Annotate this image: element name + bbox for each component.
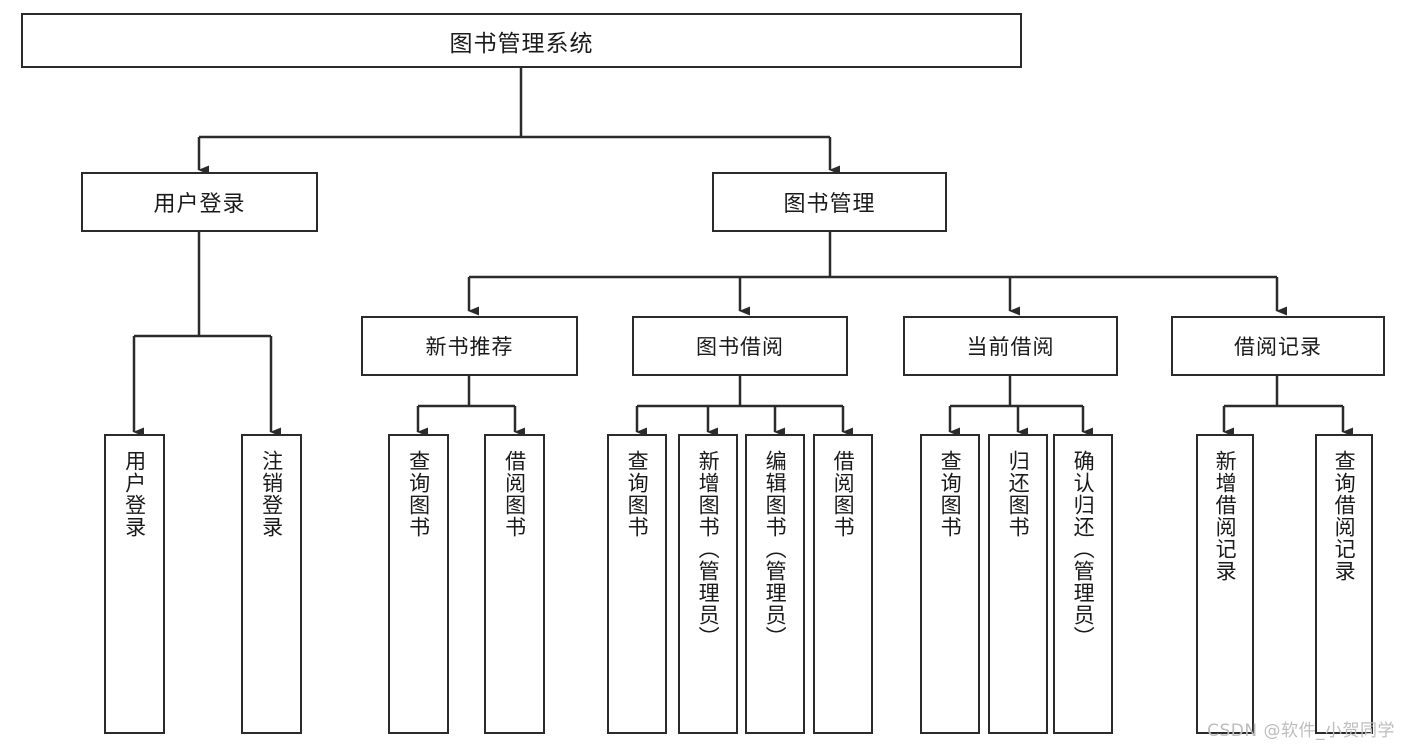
node-label: 当前借阅 xyxy=(966,335,1055,359)
leaf-new-book-query-book[interactable]: 查询图书 xyxy=(388,434,449,734)
node-label: 图书管理 xyxy=(783,192,876,217)
node-book-borrow[interactable]: 图书借阅 xyxy=(632,316,848,376)
node-label: 新书推荐 xyxy=(425,335,514,359)
node-label: 图书管理系统 xyxy=(449,30,594,57)
leaf-current-borrow-query-book[interactable]: 查询图书 xyxy=(920,434,980,734)
node-user-login[interactable]: 用户登录 xyxy=(81,172,318,232)
node-label: 用户登录 xyxy=(153,192,246,217)
leaf-book-borrow-add-book-admin[interactable]: 新增图书（管理员） xyxy=(678,434,738,734)
node-label: 新增借阅记录 xyxy=(1213,450,1238,582)
node-label: 新增图书（管理员） xyxy=(696,450,721,648)
node-label: 借阅图书 xyxy=(502,450,527,538)
node-label: 借阅图书 xyxy=(831,450,856,538)
leaf-current-borrow-confirm-return-admin[interactable]: 确认归还（管理员） xyxy=(1053,434,1113,734)
leaf-book-borrow-edit-book-admin[interactable]: 编辑图书（管理员） xyxy=(745,434,805,734)
leaf-borrow-record-query-record[interactable]: 查询借阅记录 xyxy=(1315,434,1373,734)
node-book-management[interactable]: 图书管理 xyxy=(712,172,947,232)
leaf-user-login-logout[interactable]: 注销登录 xyxy=(241,434,302,734)
node-borrow-record[interactable]: 借阅记录 xyxy=(1171,316,1385,376)
leaf-new-book-borrow-book[interactable]: 借阅图书 xyxy=(484,434,545,734)
leaf-user-login-login[interactable]: 用户登录 xyxy=(104,434,165,734)
leaf-borrow-record-add-record[interactable]: 新增借阅记录 xyxy=(1196,434,1254,734)
node-label: 注销登录 xyxy=(259,450,284,538)
node-label: 编辑图书（管理员） xyxy=(763,450,788,648)
node-root-book-management-system[interactable]: 图书管理系统 xyxy=(21,13,1022,68)
leaf-current-borrow-return-book[interactable]: 归还图书 xyxy=(988,434,1048,734)
node-label: 图书借阅 xyxy=(696,335,784,359)
csdn-watermark: CSDN @软件_小贺同学 xyxy=(1207,721,1395,741)
node-label: 查询图书 xyxy=(625,450,650,538)
leaf-book-borrow-borrow-book[interactable]: 借阅图书 xyxy=(813,434,873,734)
node-label: 查询图书 xyxy=(406,450,431,538)
node-label: 借阅记录 xyxy=(1234,335,1322,359)
node-label: 归还图书 xyxy=(1006,450,1031,538)
node-current-borrow[interactable]: 当前借阅 xyxy=(903,316,1118,376)
node-new-book-recommend[interactable]: 新书推荐 xyxy=(361,316,578,376)
node-label: 确认归还（管理员） xyxy=(1071,450,1096,648)
node-label: 用户登录 xyxy=(122,450,147,538)
node-label: 查询图书 xyxy=(938,450,963,538)
leaf-book-borrow-query-book[interactable]: 查询图书 xyxy=(607,434,667,734)
node-label: 查询借阅记录 xyxy=(1332,450,1357,582)
